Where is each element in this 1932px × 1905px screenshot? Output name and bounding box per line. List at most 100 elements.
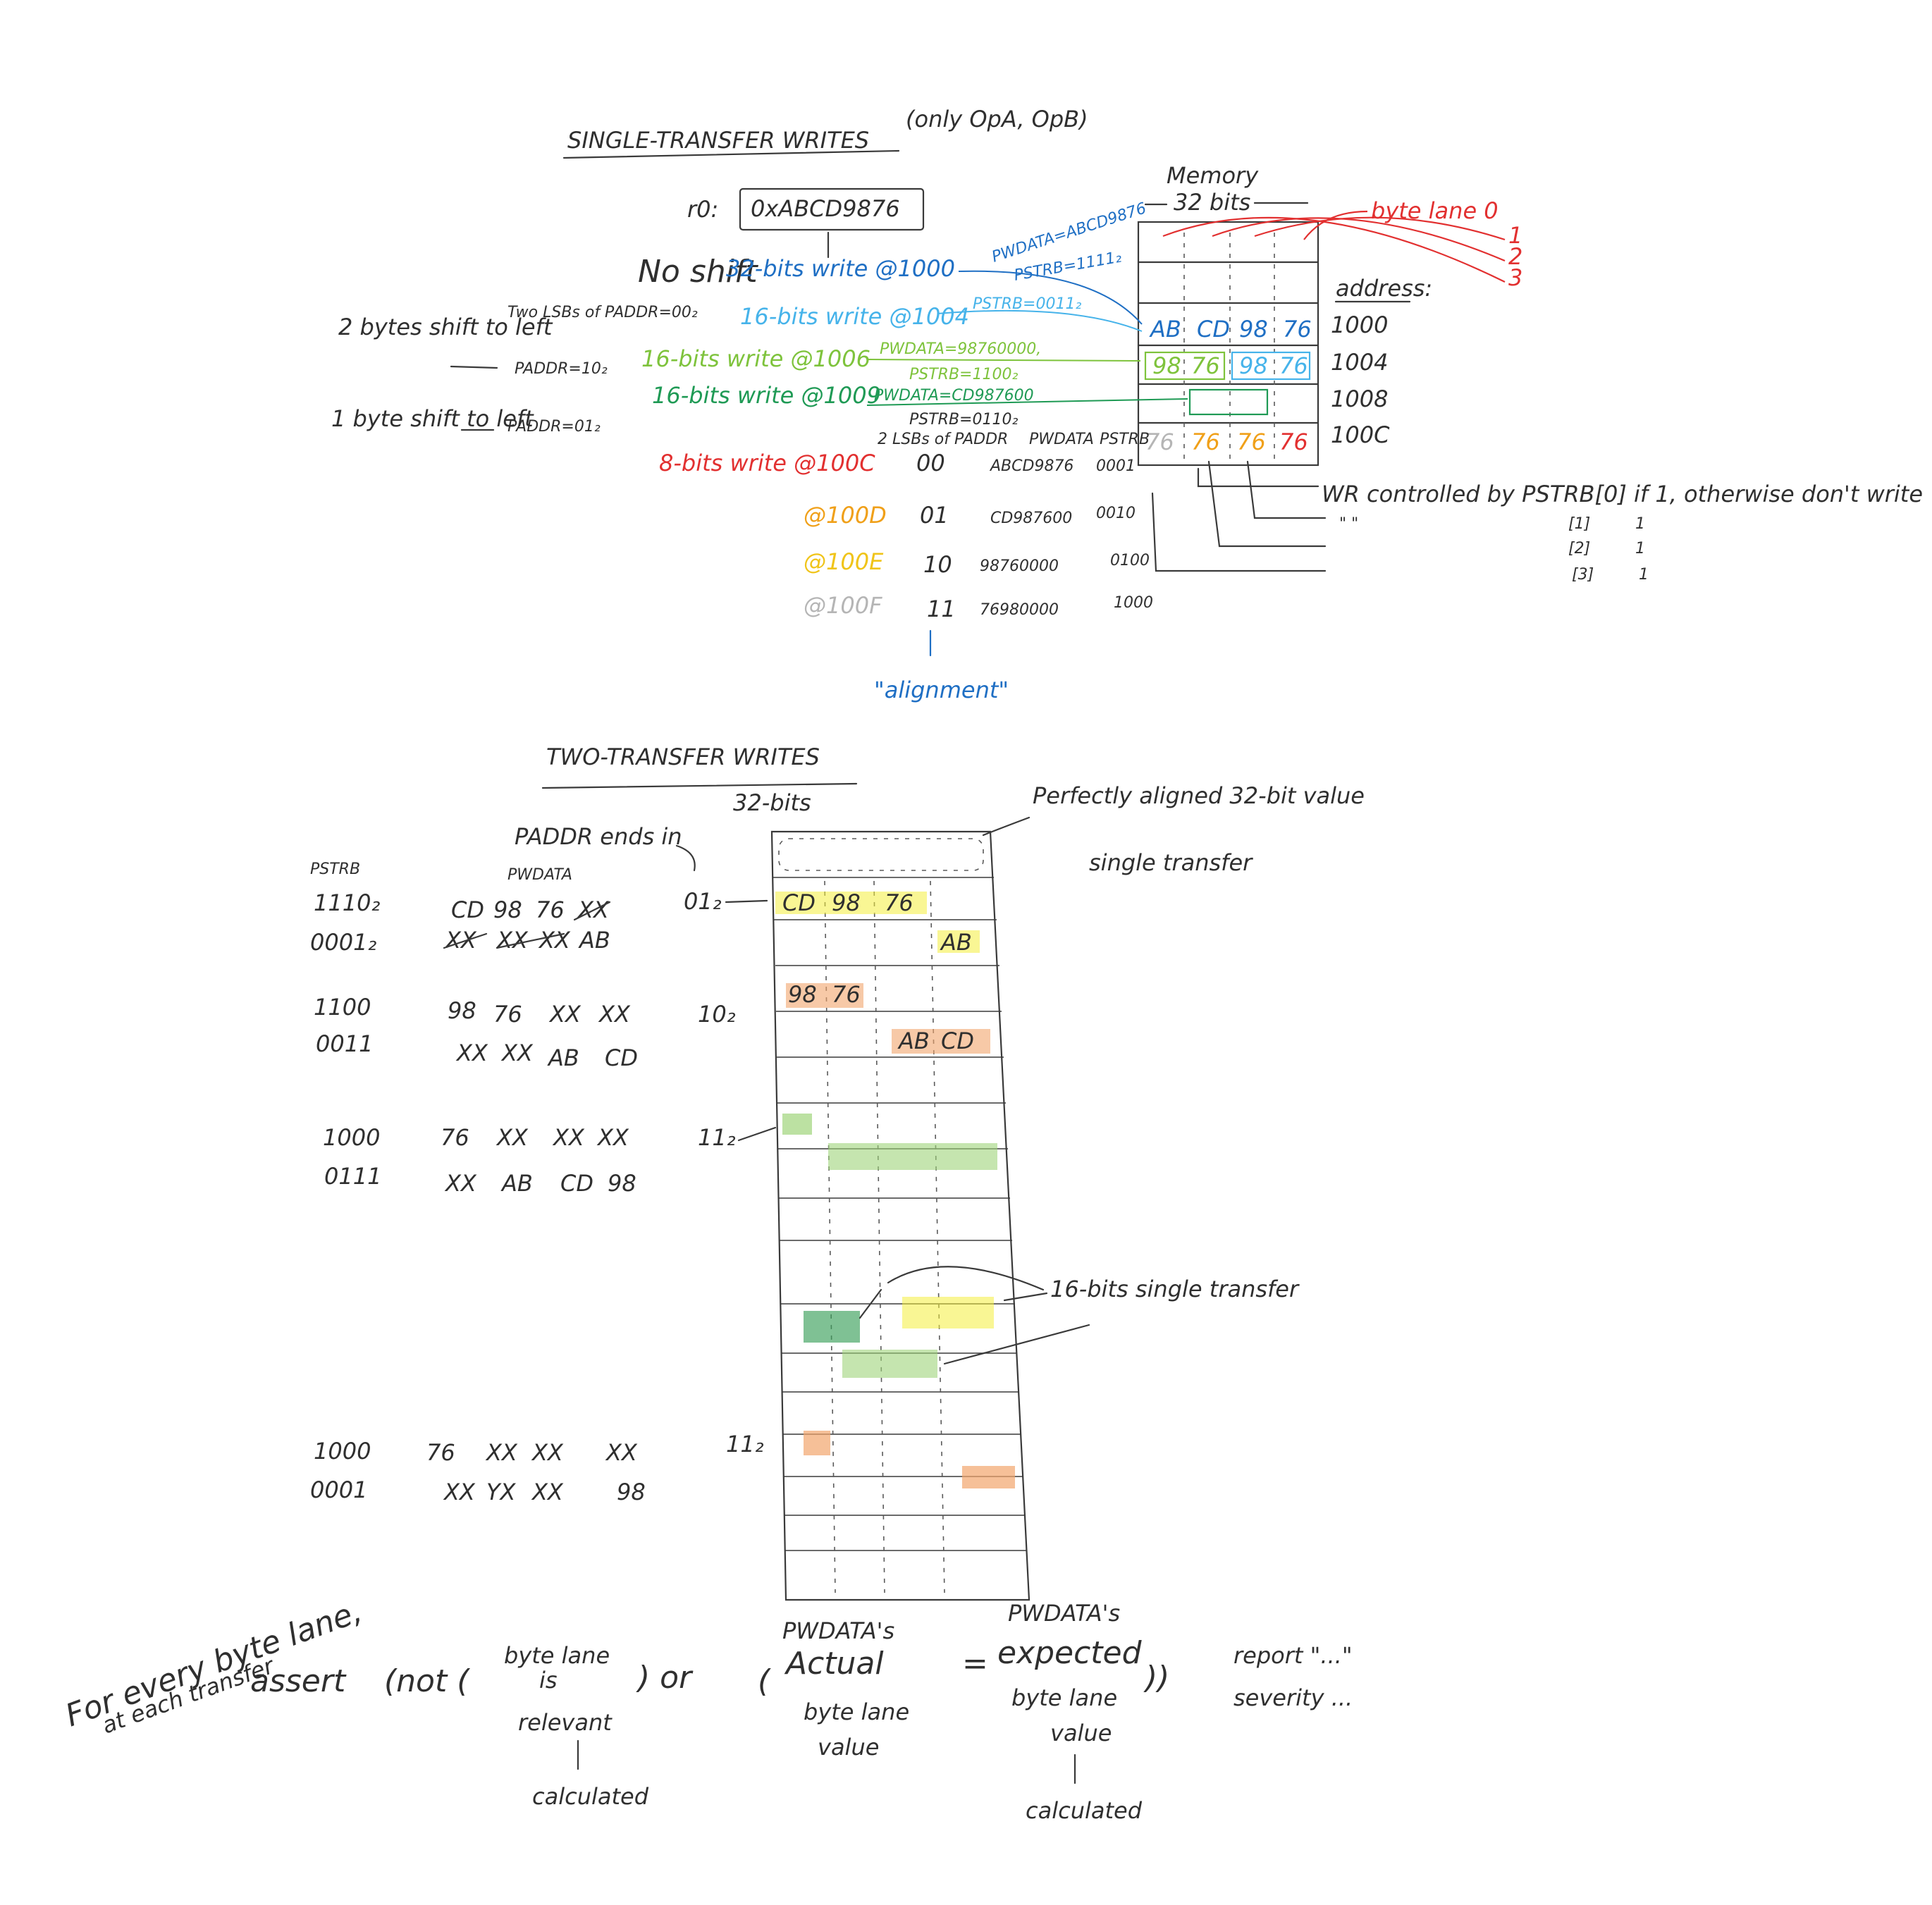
row-1-pwdata-1: XX: [496, 927, 529, 954]
row-6-pwdata-2: XX: [531, 1439, 564, 1466]
w8-row-3-lsb: 11: [927, 596, 956, 622]
w16a-text: 16-bits write @1004: [740, 303, 969, 330]
w8-row-0-lsb: 00: [916, 450, 945, 476]
two-title: TWO-TRANSFER WRITES: [546, 744, 820, 770]
lane-arrow-3: [1162, 216, 1506, 283]
w16b-pwdata: PWDATA=98760000,: [880, 340, 1041, 358]
row-3-pwdata-2: AB: [547, 1044, 579, 1071]
w16b-left: 2 bytes shift to left: [338, 314, 553, 340]
expected-value: value: [1050, 1720, 1112, 1746]
cell-100c-lane2: 76: [1191, 429, 1220, 455]
wr-row-3-val: 1: [1639, 566, 1649, 584]
w16c-arrow: [866, 398, 1188, 406]
single-transfer-note: single transfer: [1089, 849, 1253, 876]
row-6-pwdata-0: 76: [426, 1439, 455, 1466]
ends-11: 11₂: [698, 1124, 736, 1151]
w8-row-2-pstrb: 0100: [1110, 552, 1150, 569]
single-subtitle: (only OpA, OpB): [906, 106, 1088, 132]
row-2-pwdata-0: 98: [448, 997, 476, 1024]
ends-11-arrow: [737, 1126, 777, 1142]
two-cell-01-2: 76: [885, 889, 913, 916]
paddr-ends-arrow: [675, 844, 696, 872]
row-4-pwdata-0: 76: [441, 1124, 469, 1151]
blue-box-1004: [1231, 351, 1311, 381]
w16c-pwdata: PWDATA=CD987600: [874, 387, 1034, 405]
w8-row-1-addr: @100D: [804, 502, 887, 529]
single-title-underline: [562, 149, 900, 159]
w16a-left: Two LSBs of PADDR=00₂: [507, 304, 698, 321]
aligned-arrow: [982, 816, 1030, 837]
cell-1004-lane2: 76: [1191, 352, 1220, 379]
w8-row-2-addr: @100E: [804, 548, 884, 575]
w8-row-1-pstrb: 0010: [1096, 505, 1136, 522]
fill-16b: [902, 1297, 994, 1328]
wr-row-1-val: 1: [1635, 515, 1645, 533]
wr-row-2-val: 1: [1635, 540, 1645, 557]
row-5-pwdata-1: AB: [500, 1170, 533, 1197]
fill-11b-low: [804, 1431, 830, 1455]
pstrb-header: PSTRB: [310, 861, 360, 878]
r0-box: [739, 187, 925, 231]
note16-arc: [887, 1266, 1045, 1291]
row-7-pwdata-2: XX: [531, 1479, 564, 1505]
two-cell-10-1: 76: [832, 981, 861, 1008]
two-cell-10b-0: AB: [897, 1028, 930, 1054]
ends-10: 10₂: [698, 1001, 736, 1028]
row-1-strike-b: [496, 932, 565, 949]
two-cell-01b: AB: [940, 929, 972, 956]
lane-arrow-1: [1254, 216, 1506, 241]
w16b-left-arrow: [450, 365, 498, 369]
byte-lane-2: 2: [1508, 243, 1522, 270]
cell-1000-lane3: AB: [1149, 316, 1181, 343]
aligned-note: Perfectly aligned 32-bit value: [1033, 782, 1365, 809]
address-1004: 1004: [1331, 349, 1388, 376]
actual-value: value: [818, 1734, 879, 1761]
wr-bracket-1: [1246, 460, 1327, 519]
fill-16a: [804, 1311, 860, 1343]
w32-text: 32-bits write @1000: [726, 255, 955, 282]
assert-keyword: assert: [250, 1663, 347, 1699]
memory-label: Memory: [1167, 162, 1259, 189]
cell-1004-lane0: 76: [1279, 352, 1308, 379]
two-cell-01-0: CD: [782, 889, 816, 916]
w8-row-1-pwdata: CD987600: [990, 510, 1072, 527]
two-cell-01-1: 98: [832, 889, 861, 916]
cell-100c-lane3: 76: [1145, 429, 1174, 455]
header-pwdata: PWDATA: [1029, 431, 1094, 448]
w8-row-1-lsb: 01: [920, 502, 949, 529]
ends-01-arrow: [725, 899, 768, 904]
row-1-pwdata-2: XX: [538, 927, 571, 954]
expected-byte-lane: byte lane: [1011, 1684, 1117, 1711]
wr-note: WR controlled by PSTRB[0] if 1, otherwis…: [1322, 481, 1923, 507]
row-2-pstrb: 1100: [314, 994, 371, 1021]
row-6-pwdata-3: XX: [605, 1439, 638, 1466]
cell-1004-lane3: 98: [1152, 352, 1181, 379]
expected-top: PWDATA's: [1008, 1600, 1120, 1627]
fill-11b-high: [962, 1466, 1015, 1488]
w8-row-2-lsb: 10: [923, 551, 952, 578]
row-4-pwdata-1: XX: [496, 1124, 529, 1151]
actual-top: PWDATA's: [782, 1617, 894, 1644]
note16-arrow-a: [1003, 1292, 1048, 1302]
w16c-left: 1 byte shift to left: [331, 405, 534, 432]
header-lsbs: 2 LSBs of PADDR: [878, 431, 1008, 448]
single-title: SINGLE-TRANSFER WRITES: [567, 127, 869, 154]
open-paren: (: [758, 1663, 771, 1699]
w32-pwdata: PWDATA=ABCD9876: [990, 199, 1148, 266]
w32-left: No shift: [638, 254, 758, 290]
close-or: ) or: [636, 1660, 694, 1696]
fill-16c: [842, 1350, 937, 1378]
row-5-pwdata-0: XX: [444, 1170, 477, 1197]
w16b-pstrb: PSTRB=1100₂: [909, 366, 1018, 383]
report-text: report "...": [1233, 1642, 1353, 1669]
row-0-pwdata-2: 76: [536, 896, 565, 923]
cell-1000-lane2: CD: [1197, 316, 1230, 343]
w16c-pstrb: PSTRB=0110₂: [909, 411, 1018, 429]
w32-arrow: [958, 270, 1143, 325]
w8-row-0-pwdata: ABCD9876: [989, 457, 1073, 475]
two-title-underline: [541, 782, 858, 789]
address-1008: 1008: [1331, 386, 1388, 412]
byte-lane-3: 3: [1508, 264, 1522, 291]
wr-row-3-lane: [3]: [1572, 566, 1594, 584]
